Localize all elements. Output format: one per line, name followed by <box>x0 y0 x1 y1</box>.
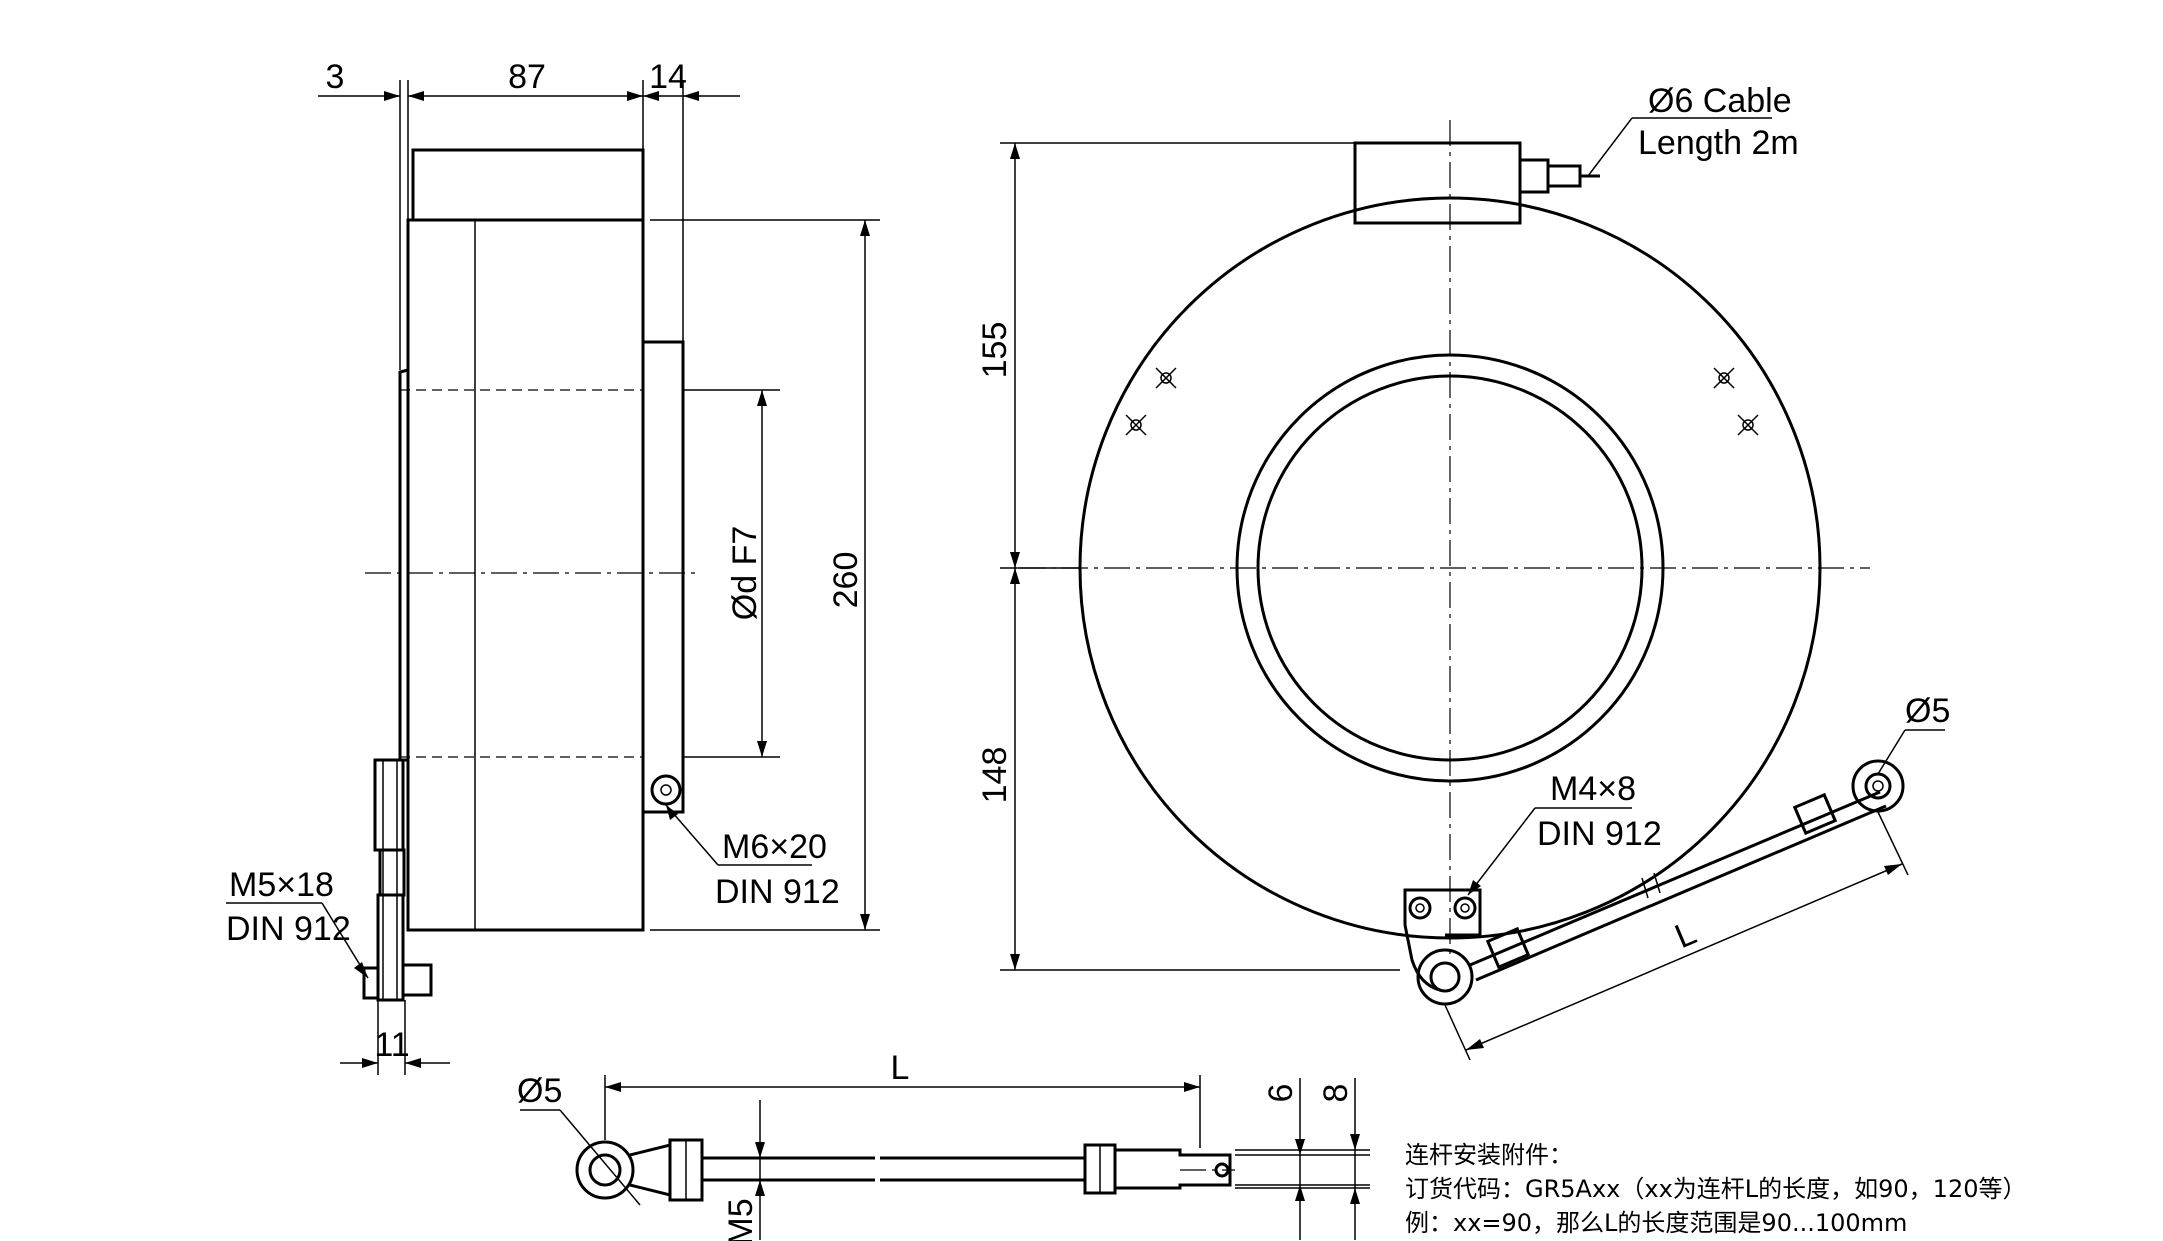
dim-arrow <box>1010 143 1020 159</box>
dim-ext-line <box>1444 1004 1471 1061</box>
rod-detail: Ø5 L M5 6 8 <box>517 1049 1370 1241</box>
dim-6-label: 6 <box>1262 1084 1300 1103</box>
rod-detail-fork <box>1115 1148 1232 1190</box>
dim-arrow <box>683 91 699 101</box>
front-bracket-screw-1 <box>1408 896 1432 920</box>
dia5-leader <box>1877 729 1906 775</box>
dim-L-detail-label: L <box>891 1049 910 1087</box>
side-m6-screw-socket <box>660 784 672 796</box>
dim-arrow <box>757 741 767 757</box>
dim-arrow <box>755 1180 765 1196</box>
note-line-3: 例：xx=90，那么L的长度范围是90...100mm <box>1405 1209 1907 1237</box>
rod-break-marks <box>1641 872 1661 899</box>
rod-dia5-leader <box>559 1109 641 1206</box>
dim-260-label: 260 <box>827 552 865 609</box>
dim-arrow <box>408 91 424 101</box>
side-view: 3 87 14 Ød F7 260 M6×20 DIN 912 M5×18 DI… <box>226 58 880 1075</box>
m5-label-1: M5×18 <box>229 866 334 904</box>
dim-arrow <box>1350 1188 1360 1204</box>
dim-8-label: 8 <box>1317 1084 1355 1103</box>
side-m6-screw-head <box>650 774 682 806</box>
dim-arrow <box>362 1058 378 1068</box>
dim-11-label: 11 <box>374 1026 409 1064</box>
side-bracket-rod-end <box>376 893 405 1002</box>
dim-arrow <box>384 91 400 101</box>
dim-arrow <box>1010 552 1020 568</box>
side-main-body <box>406 218 645 932</box>
side-bracket-upper <box>373 758 405 852</box>
dim-L-front-label: L <box>1670 914 1702 956</box>
rod-detail-eye <box>575 1140 635 1200</box>
dia5-label-front: Ø5 <box>1905 692 1950 730</box>
front-bracket-screw-1-socket <box>1415 903 1425 913</box>
cable-label-1: Ø6 Cable <box>1648 82 1792 120</box>
dim-arrow <box>1468 880 1481 895</box>
dim-arrow <box>1884 864 1902 875</box>
cable-label-2: Length 2m <box>1638 124 1799 162</box>
cable-gland-nut <box>1546 164 1582 188</box>
side-m5-screw-head <box>362 966 380 1000</box>
m4-label-2: DIN 912 <box>1537 815 1662 853</box>
dia5-label-detail: Ø5 <box>517 1072 562 1110</box>
front-cable-housing <box>1353 141 1522 225</box>
m6-label-1: M6×20 <box>722 828 827 866</box>
dim-arrow <box>755 1142 765 1158</box>
front-rod-eye-lower-bore <box>1429 961 1461 993</box>
rod-nut-lower <box>1485 926 1531 970</box>
rod-upper-edge <box>1469 790 1881 967</box>
notes: 连杆安装附件： 订货代码：GR5Axx（xx为连杆L的长度，如90，120等） … <box>1405 1141 2027 1237</box>
m4-label-1: M4×8 <box>1550 770 1636 808</box>
front-rod-eye-upper-pin <box>1872 780 1884 792</box>
dim-arrow <box>405 1058 421 1068</box>
dim-14-label: 14 <box>649 58 687 96</box>
dim-arrow <box>627 91 643 101</box>
dim-arrow <box>1295 1185 1305 1201</box>
dim-arrow <box>605 1082 621 1092</box>
m5-label-2: DIN 912 <box>226 910 351 948</box>
dim-155-label: 155 <box>976 322 1014 379</box>
dim-arrow <box>354 962 368 978</box>
dim-bore-label: Ød F7 <box>726 526 764 620</box>
dim-87-label: 87 <box>508 58 546 96</box>
side-right-flange <box>641 340 685 814</box>
dim-arrow <box>666 805 678 820</box>
dim-148-label: 148 <box>976 747 1014 804</box>
front-view: 155 148 Ø6 Cable Length 2m M4×8 DIN 912 … <box>976 82 1950 1061</box>
rod-detail-eye-neck <box>629 1143 672 1197</box>
rod-lower-edge <box>1475 804 1887 982</box>
front-rod-eye-upper <box>1851 759 1905 813</box>
rod-detail-eye-bore <box>588 1153 622 1187</box>
front-bracket-plate <box>1403 888 1482 937</box>
note-line-2: 订货代码：GR5Axx（xx为连杆L的长度，如90，120等） <box>1405 1175 2027 1203</box>
note-line-1: 连杆安装附件： <box>1405 1141 1573 1169</box>
dim-3-label: 3 <box>326 58 345 96</box>
dim-M5-label: M5 <box>722 1198 760 1241</box>
front-bracket-screw-2-socket <box>1460 903 1470 913</box>
dim-arrow <box>1295 1139 1305 1155</box>
front-bracket-screw-2 <box>1453 896 1477 920</box>
dim-arrow <box>1466 1039 1484 1050</box>
dim-arrow <box>1010 568 1020 584</box>
dim-arrow <box>1350 1134 1360 1150</box>
m4-leader <box>1467 807 1536 896</box>
cable-leader <box>1587 117 1633 177</box>
dim-arrow <box>643 91 659 101</box>
side-housing-block <box>411 148 645 222</box>
m6-label-2: DIN 912 <box>715 873 840 911</box>
dim-arrow <box>1184 1082 1200 1092</box>
dim-arrow <box>860 220 870 236</box>
dim-ext-line <box>1877 811 1909 876</box>
dim-arrow <box>757 390 767 406</box>
dim-arrow <box>1010 954 1020 970</box>
front-mount-marks <box>1125 367 1759 436</box>
dim-line-L-front <box>1465 863 1903 1051</box>
side-bracket-nut <box>401 963 433 997</box>
front-rod-eye-lower <box>1416 948 1474 1006</box>
rod-nut-upper <box>1792 792 1838 836</box>
dim-arrow <box>860 914 870 930</box>
cable-gland-body <box>1518 158 1550 194</box>
